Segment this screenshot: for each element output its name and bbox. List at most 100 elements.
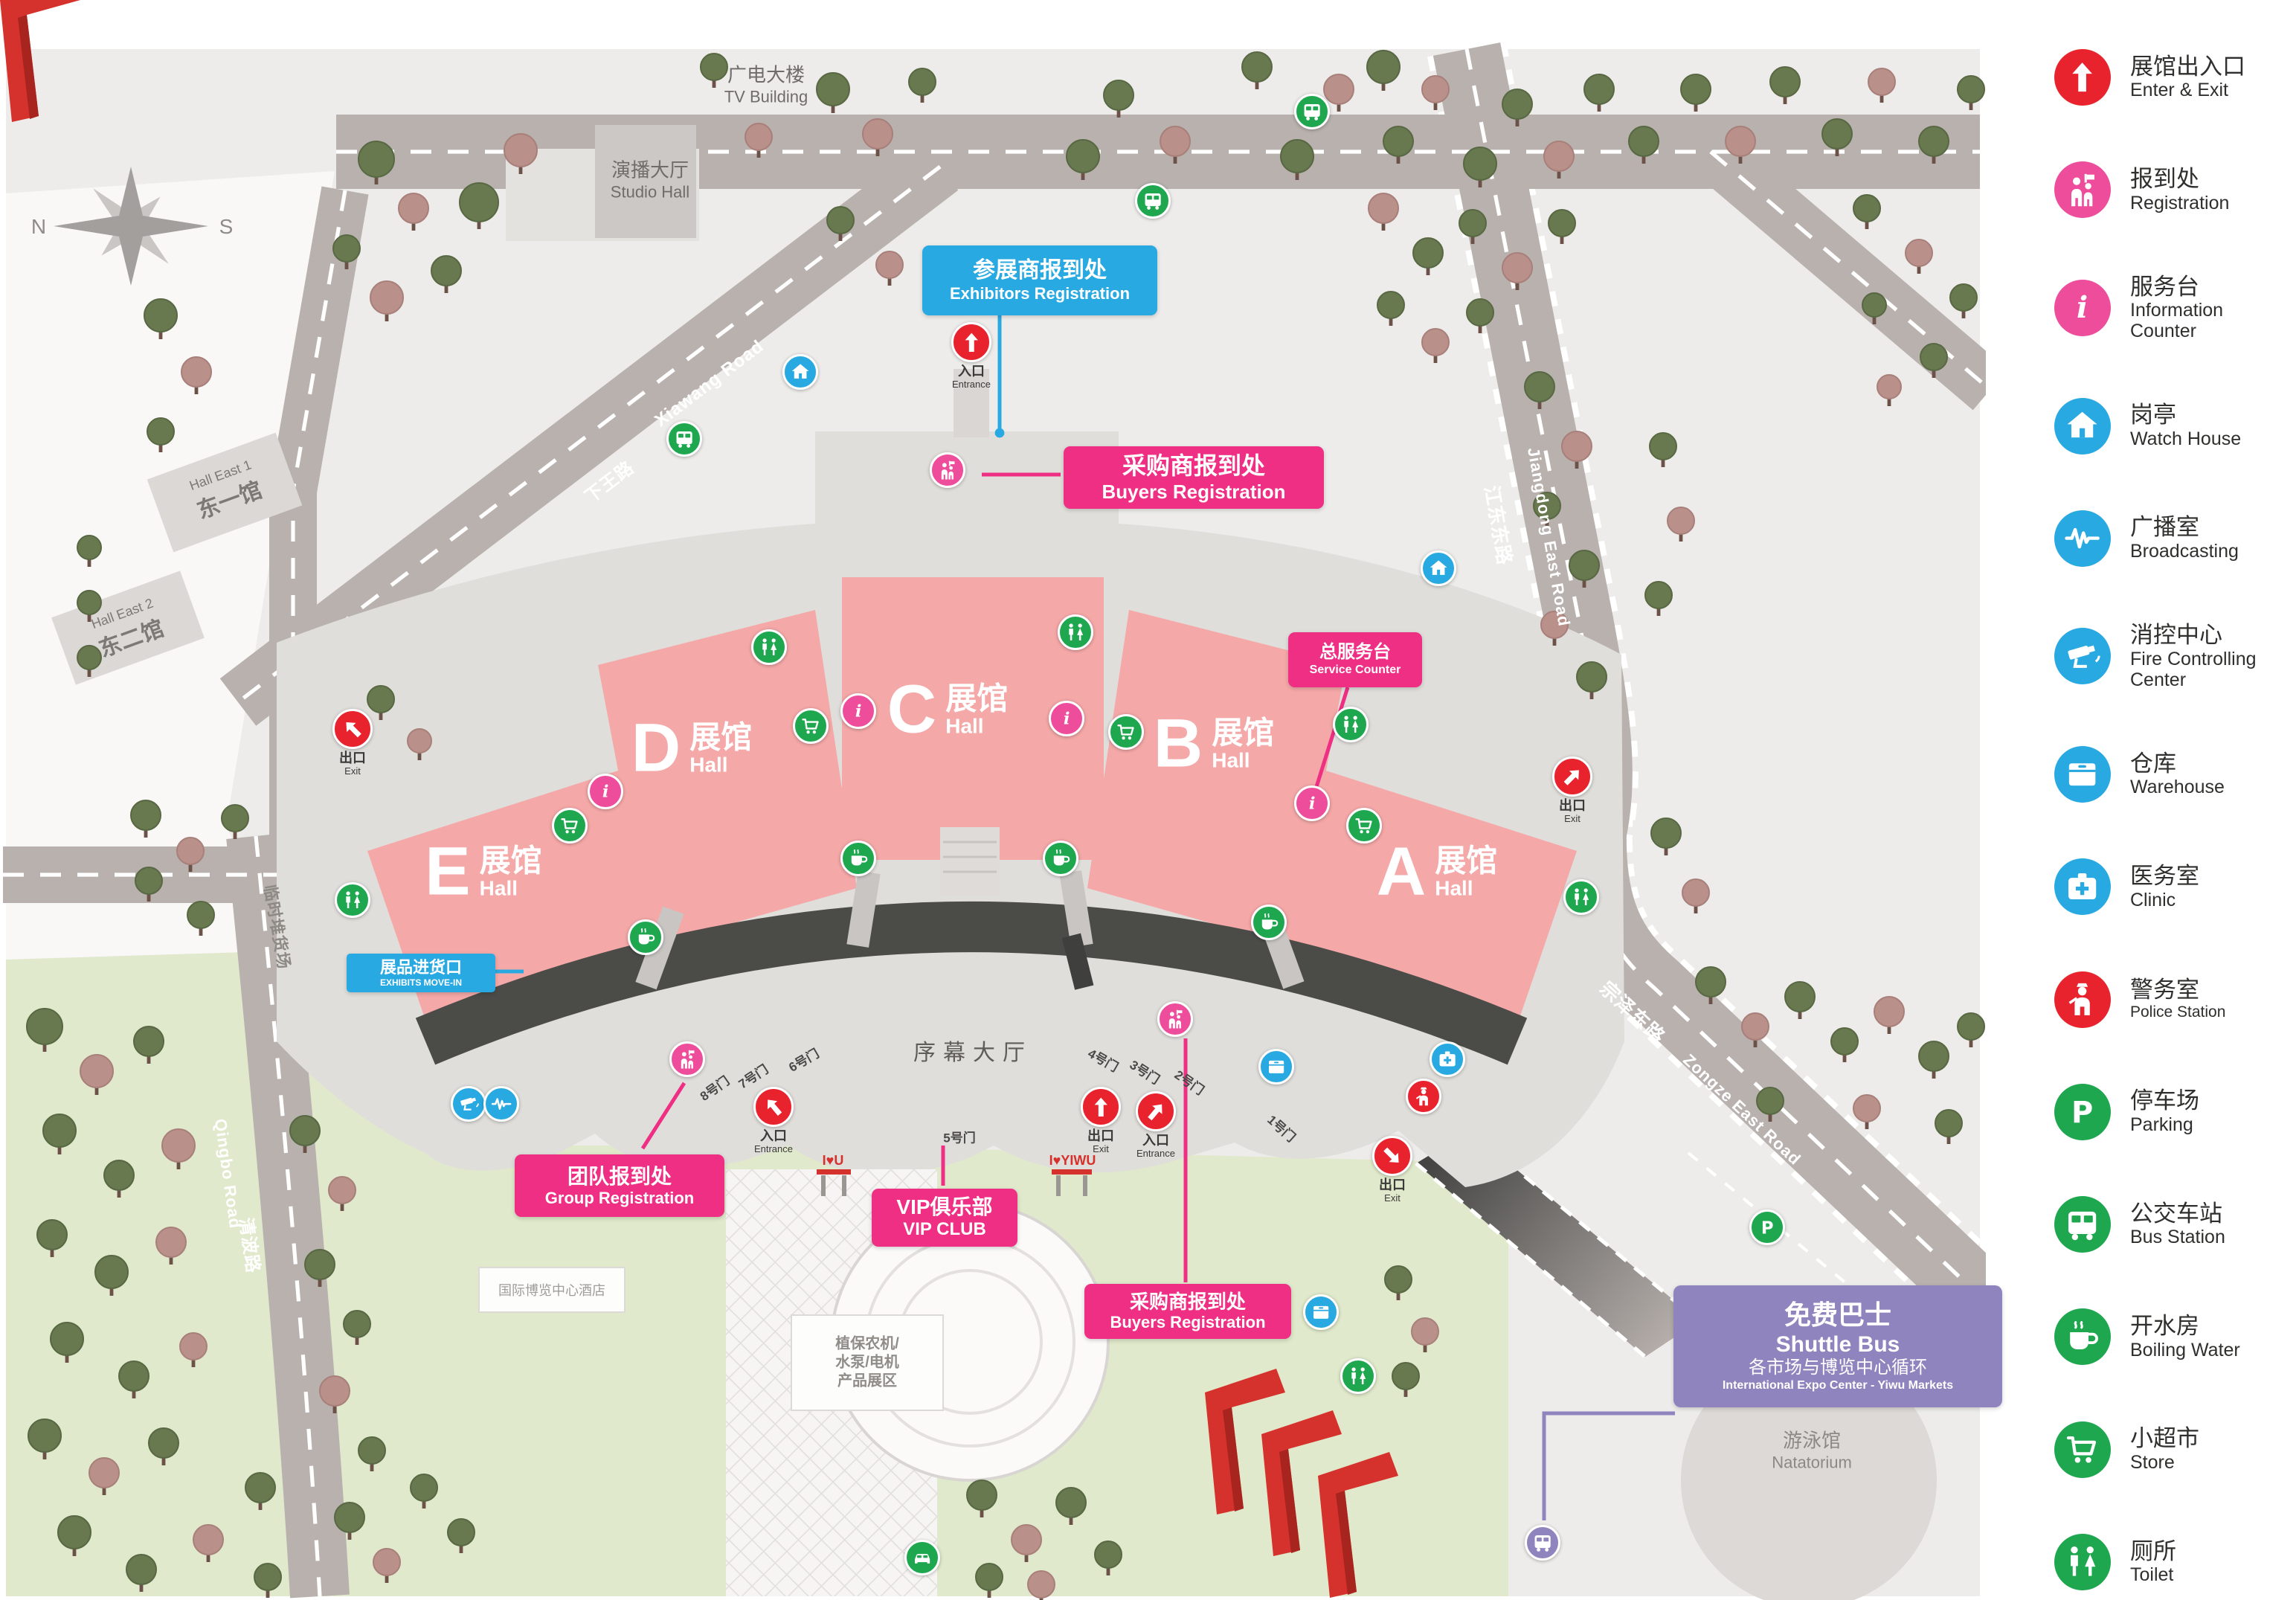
bus-icon[interactable] [1525,1525,1560,1561]
cup-icon[interactable] [840,841,876,876]
compass-rose: N S [31,167,233,286]
compass-n: N [31,215,46,238]
bus-icon[interactable] [1294,94,1330,129]
arrow-icon[interactable] [951,322,991,362]
hall-c[interactable] [842,577,1104,860]
info-icon[interactable]: i [588,774,623,809]
shuttle-bus-callout: 免费巴士 Shuttle Bus 各市场与博览中心循环 Internationa… [1673,1285,2002,1407]
police-icon [2054,971,2111,1028]
tv-building-label: 广电大楼 TV Building [724,63,808,106]
toilet-icon[interactable] [335,882,370,918]
bus-icon[interactable] [1135,183,1171,219]
cart-icon[interactable] [793,708,829,744]
watchhouse-icon[interactable] [1421,550,1456,586]
tv-building [595,125,696,238]
information-icon: i [2054,279,2111,336]
svg-text:i: i [1064,710,1070,729]
cup-icon[interactable] [1043,841,1078,876]
lawn-west [6,949,851,1596]
clinic-icon[interactable] [1430,1041,1465,1077]
cup-icon[interactable] [628,919,663,955]
buyers-registration-bottom-callout: 采购商报到处 Buyers Registration [1084,1284,1291,1339]
toilet-icon[interactable] [1340,1358,1376,1394]
svg-text:i: i [1309,794,1316,814]
natatorium-label: 游泳馆 Natatorium [1772,1429,1852,1472]
svg-text:I♥YIWU: I♥YIWU [1049,1153,1096,1168]
enter-exit-icon [2054,49,2111,106]
parking-icon[interactable]: P [1749,1209,1785,1245]
xiawang-road [219,143,959,726]
toilet-icon[interactable] [1563,879,1599,915]
svg-text:i: i [855,702,862,722]
info-icon[interactable]: i [840,693,876,729]
registration-icon[interactable] [930,452,965,488]
broadcasting-icon [2054,510,2111,567]
police-icon[interactable] [1406,1079,1441,1114]
bus-station-icon [2054,1196,2111,1253]
hall-d[interactable] [598,610,857,946]
arrow-icon[interactable] [1136,1091,1176,1131]
registration-icon[interactable] [1157,1001,1193,1037]
access-road-strip [1416,1131,1699,1357]
fire-control-icon [2054,628,2111,685]
registration-icon[interactable] [669,1041,705,1077]
toilet-icon[interactable] [1058,614,1093,650]
toilet-icon [2054,1533,2111,1590]
cart-icon[interactable] [1346,808,1382,844]
info-icon[interactable]: i [1049,701,1084,736]
service-counter-callout: 总服务台 Service Counter [1288,632,1422,687]
warehouse-icon[interactable] [1258,1049,1294,1085]
arrow-icon[interactable] [1081,1087,1121,1127]
car-icon[interactable] [904,1540,940,1575]
arrow-icon[interactable] [332,709,373,749]
cart-icon[interactable] [1108,714,1144,750]
cart-icon[interactable] [552,808,588,844]
info-icon[interactable]: i [1294,785,1330,821]
product-zone-box [791,1314,944,1411]
arrow-icon[interactable] [753,1087,794,1127]
svg-text:i: i [2077,291,2088,325]
broadcast-icon[interactable] [483,1086,519,1122]
arrow-icon[interactable] [1552,756,1592,797]
hall-east-1-building [147,432,303,553]
watch-house-icon [2054,397,2111,454]
hall-b[interactable] [1087,610,1346,946]
bus-icon[interactable] [666,421,702,457]
concourse-arc [415,902,1528,1065]
vip-club-callout: VIP俱乐部 VIP CLUB [872,1189,1017,1247]
tree-layer [26,50,1985,1600]
hall-east-district [6,171,335,967]
prologue-hall-label: 序幕大厅 [913,1041,1032,1065]
exhibitors-registration-callout: 参展商报到处 Exhibitors Registration [922,245,1157,315]
toilet-icon[interactable] [1333,707,1369,742]
toilet-icon[interactable] [751,629,787,665]
group-registration-call: 团队报到处 Group Registration [515,1154,724,1217]
watchhouse-icon[interactable] [782,354,818,390]
warehouse-icon[interactable] [1303,1294,1339,1330]
cup-icon[interactable] [1251,905,1287,940]
entrance-walkway [954,369,989,437]
arrow-icon[interactable] [1372,1136,1412,1176]
buyers-registration-top-callout: 采购商报到处 Buyers Registration [1064,446,1324,509]
camera-icon[interactable] [451,1086,486,1122]
svg-text:i: i [602,783,609,802]
love-gate-u: I♥U [817,1153,851,1196]
